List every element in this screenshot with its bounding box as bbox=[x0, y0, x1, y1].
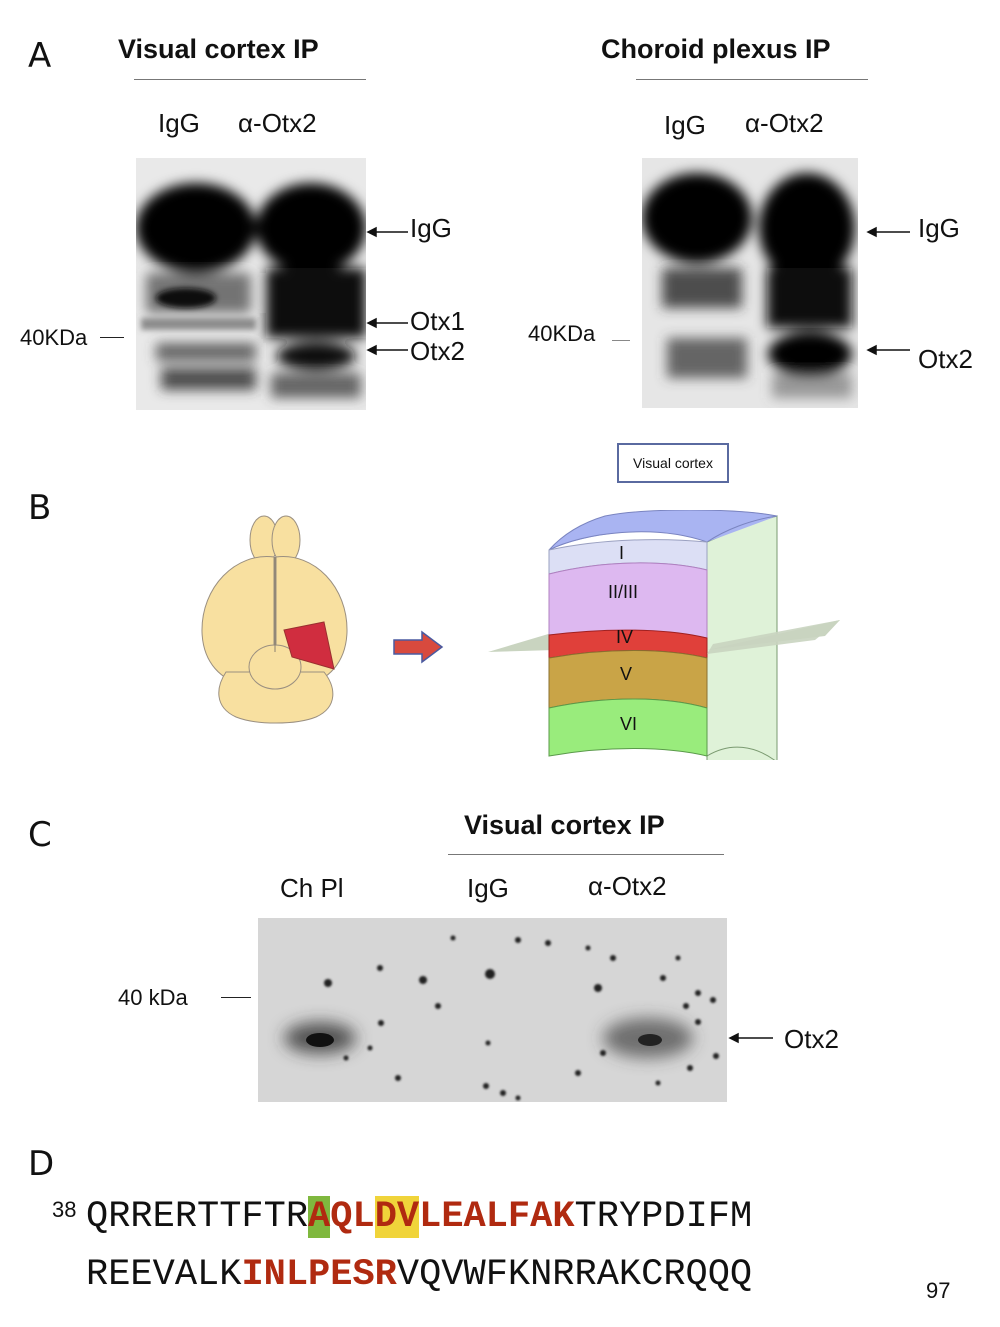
panel-d-letter: D bbox=[28, 1144, 55, 1184]
panel-a-right-band-igg: IgG bbox=[918, 213, 960, 243]
brain-illustration bbox=[201, 515, 348, 724]
panel-c-blot bbox=[258, 918, 727, 1102]
layer-label-iv: IV bbox=[616, 627, 634, 647]
panel-a-right-lane-otx2: α-Otx2 bbox=[745, 108, 824, 138]
panel-a-right-blot bbox=[642, 158, 858, 408]
panel-a-left-size-marker: 40KDa bbox=[20, 325, 88, 350]
panel-a-left-band-otx2: Otx2 bbox=[410, 336, 465, 366]
panel-a-right-arrows bbox=[866, 226, 910, 356]
seq-seg: REEVALK bbox=[86, 1254, 242, 1296]
panel-a-right-rule bbox=[636, 79, 868, 80]
panel-c-band-otx2: Otx2 bbox=[784, 1024, 839, 1054]
seq-seg-green: A bbox=[308, 1196, 331, 1238]
panel-a-right-lane-igg: IgG bbox=[664, 110, 706, 140]
panel-a-letter: A bbox=[28, 36, 52, 76]
seq-seg-hl: INLPESR bbox=[241, 1254, 397, 1296]
panel-c-title: Visual cortex IP bbox=[464, 810, 665, 840]
seq-seg: QRRERTTFTR bbox=[86, 1196, 309, 1238]
panel-c-lane-chpl: Ch Pl bbox=[280, 873, 344, 903]
layer-label-i: I bbox=[619, 543, 625, 563]
panel-a-left-blot bbox=[136, 158, 366, 410]
sequence-line-1: QRRERTTFTRAQLDVLEALFAKTRYPDIFM bbox=[86, 1196, 752, 1238]
sequence-end-number: 97 bbox=[926, 1278, 951, 1303]
panel-a-left-rule bbox=[134, 79, 366, 80]
panel-c-rule bbox=[448, 854, 724, 855]
panel-a-right-size-marker: 40KDa bbox=[528, 321, 596, 346]
seq-seg-yellow: DV bbox=[374, 1196, 420, 1238]
layer-label-vi: VI bbox=[620, 714, 638, 734]
seq-seg-hl: LEALFAK bbox=[419, 1196, 575, 1238]
panel-a-left-lane-igg: IgG bbox=[158, 108, 200, 138]
panel-c-size-marker: 40 kDa bbox=[118, 985, 188, 1010]
panel-c-letter: C bbox=[28, 815, 52, 855]
seq-seg-hl: QL bbox=[330, 1196, 375, 1238]
panel-a-left-marker-tick bbox=[100, 337, 124, 338]
panel-a-left-lane-otx2: α-Otx2 bbox=[238, 108, 317, 138]
layer-label-ii-iii: II/III bbox=[608, 582, 639, 602]
panel-a-left-title: Visual cortex IP bbox=[118, 34, 319, 64]
right-arrow-icon bbox=[393, 630, 444, 664]
sequence-line-2: REEVALKINLPESRVQVWFKNRRAKCRQQQ bbox=[86, 1254, 752, 1296]
panel-a-right-band-otx2: Otx2 bbox=[918, 344, 973, 374]
panel-c-lane-igg: IgG bbox=[467, 873, 509, 903]
panel-c-marker-tick bbox=[221, 997, 251, 998]
sequence-start-number: 38 bbox=[52, 1197, 77, 1222]
panel-c-lane-otx2: α-Otx2 bbox=[588, 871, 667, 901]
panel-c-arrow bbox=[728, 1032, 773, 1044]
seq-seg: VQVWFKNRRAKCRQQQ bbox=[396, 1254, 753, 1296]
panel-a-left-band-igg: IgG bbox=[410, 213, 452, 243]
panel-a-right-title: Choroid plexus IP bbox=[601, 34, 831, 64]
panel-a-left-band-otx1: Otx1 bbox=[410, 306, 465, 336]
layer-label-v: V bbox=[620, 664, 633, 684]
panel-a-right-marker-tick bbox=[612, 340, 630, 341]
cortex-layers-diagram bbox=[488, 510, 840, 760]
visual-cortex-region bbox=[283, 621, 335, 670]
panel-b-letter: B bbox=[28, 488, 52, 528]
seq-seg: TRYPDIFM bbox=[574, 1196, 753, 1238]
visual-cortex-box-label: Visual cortex bbox=[617, 443, 729, 483]
panel-a-left-arrows bbox=[366, 226, 408, 356]
